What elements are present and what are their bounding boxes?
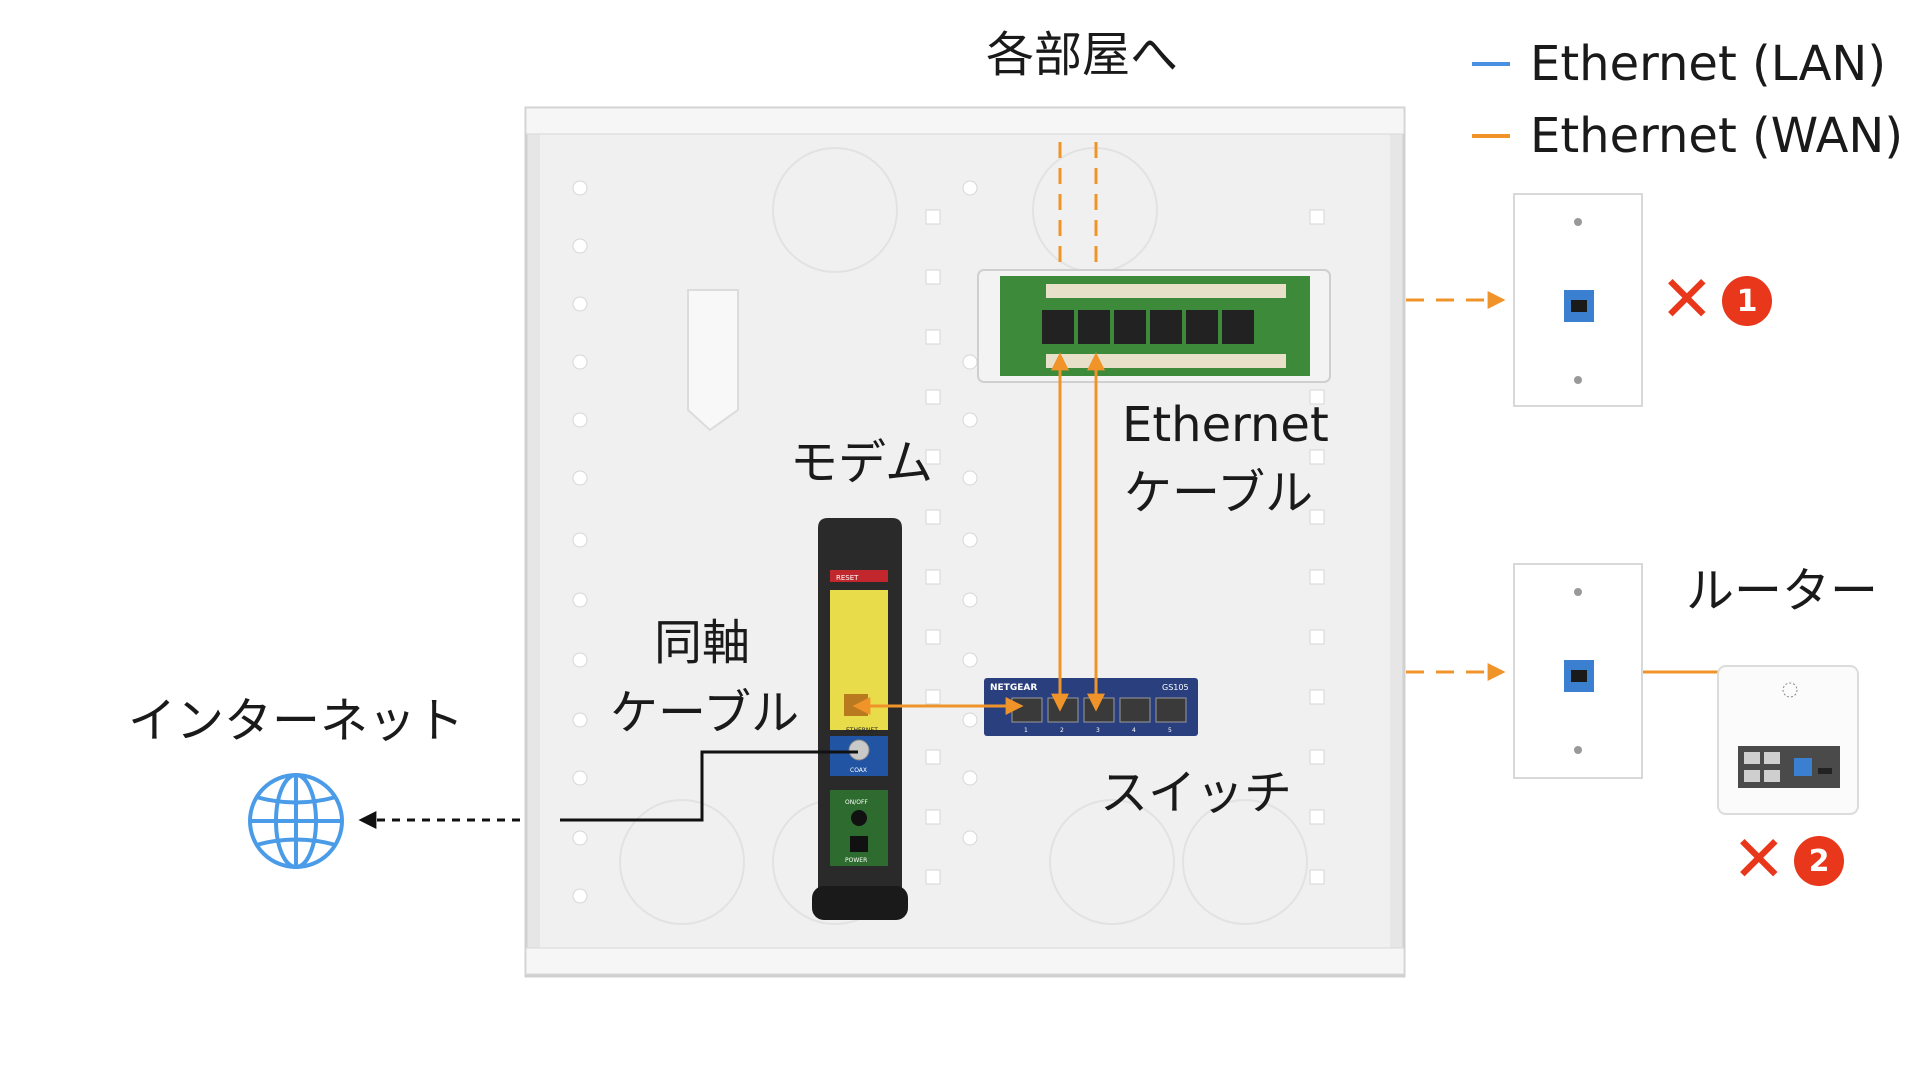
modem-icon: RESET ETHERNET COAX ON/OFF POWER [812, 518, 908, 920]
wiring-enclosure [524, 106, 1406, 978]
modem-power-label: POWER [845, 857, 867, 864]
globe-icon [248, 773, 344, 869]
ethernet-cable-label-line2: ケーブル [1124, 465, 1314, 521]
modem-ethernet-label: ETHERNET [846, 727, 878, 734]
internet-label: インターネット [128, 693, 465, 749]
legend-lan-swatch [1472, 62, 1510, 66]
switch-port-2: 2 [1060, 727, 1064, 734]
switch-port-4: 4 [1132, 727, 1136, 734]
coax-label-line2: ケーブル [610, 685, 800, 741]
modem-label: モデム [790, 435, 934, 491]
patch-panel-icon [977, 269, 1331, 383]
switch-label: スイッチ [1100, 765, 1293, 821]
legend-lan-label: Ethernet (LAN) [1530, 36, 1887, 92]
switch-port-1: 1 [1024, 727, 1028, 734]
legend-wan-label: Ethernet (WAN) [1530, 108, 1904, 164]
legend-wan-swatch [1472, 134, 1510, 138]
marker-badge-2: 2 [1794, 836, 1844, 886]
legend-lan: Ethernet (LAN) [1472, 36, 1886, 92]
rooms-label: 各部屋へ [986, 27, 1179, 83]
ethernet-cable-label-line1: Ethernet [1122, 397, 1329, 453]
modem-coax-label: COAX [850, 767, 867, 774]
error-x-icon-1: ✕ [1660, 263, 1714, 337]
switch-port-5: 5 [1168, 727, 1172, 734]
router-icon [1717, 665, 1859, 815]
switch-model-label: GS105 [1162, 683, 1189, 692]
modem-reset-label: RESET [836, 574, 859, 582]
error-x-icon-2: ✕ [1732, 823, 1786, 897]
wall-jack-icon [1513, 193, 1643, 407]
switch-port-3: 3 [1096, 727, 1100, 734]
modem-onoff-label: ON/OFF [845, 799, 868, 806]
coax-label-line1: 同軸 [654, 615, 751, 671]
coax-cable [358, 750, 858, 829]
legend-wan: Ethernet (WAN) [1472, 108, 1903, 164]
router-label: ルーター [1686, 563, 1879, 619]
switch-brand-label: NETGEAR [990, 683, 1037, 693]
wall-jack-icon [1513, 563, 1643, 779]
marker-badge-1: 1 [1722, 276, 1772, 326]
